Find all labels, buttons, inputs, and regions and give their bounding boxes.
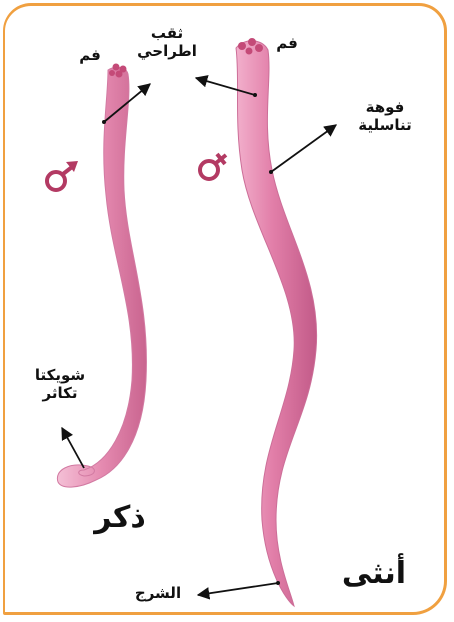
genital-pore-label: فوهة تناسلية (340, 98, 430, 134)
female-mouth-label: فم (268, 34, 306, 52)
male-worm-body (57, 67, 146, 487)
male-mouth-dot (113, 64, 120, 71)
genital-pore-dot (269, 170, 273, 174)
excretory-pore-label: ثقب اطراحي (130, 24, 204, 60)
anus-label: الشرج (120, 584, 196, 602)
female-mouth-dot (246, 48, 253, 55)
female-excretory-pore-dot (253, 93, 257, 97)
female-title: أنثى (326, 556, 422, 592)
male-symbol-icon (47, 167, 72, 190)
female-symbol-icon (200, 154, 226, 179)
female-mouth-dot (255, 44, 263, 52)
male-mouth-dot (109, 70, 115, 76)
female-mouth-dot (238, 42, 246, 50)
pointer-anus (198, 583, 278, 595)
pointer-spicules (62, 428, 84, 468)
male-title: ذكر (80, 500, 160, 536)
male-mouth-dot (116, 71, 123, 78)
excretory-pore-dot (102, 120, 106, 124)
anus-dot (276, 581, 280, 585)
spicules-label: شويكتا تكاثر (18, 366, 102, 402)
female-worm-body (236, 41, 317, 606)
female-mouth-dot (248, 38, 256, 46)
pointer-genital-pore (271, 125, 336, 172)
male-mouth-label: فم (72, 46, 108, 64)
